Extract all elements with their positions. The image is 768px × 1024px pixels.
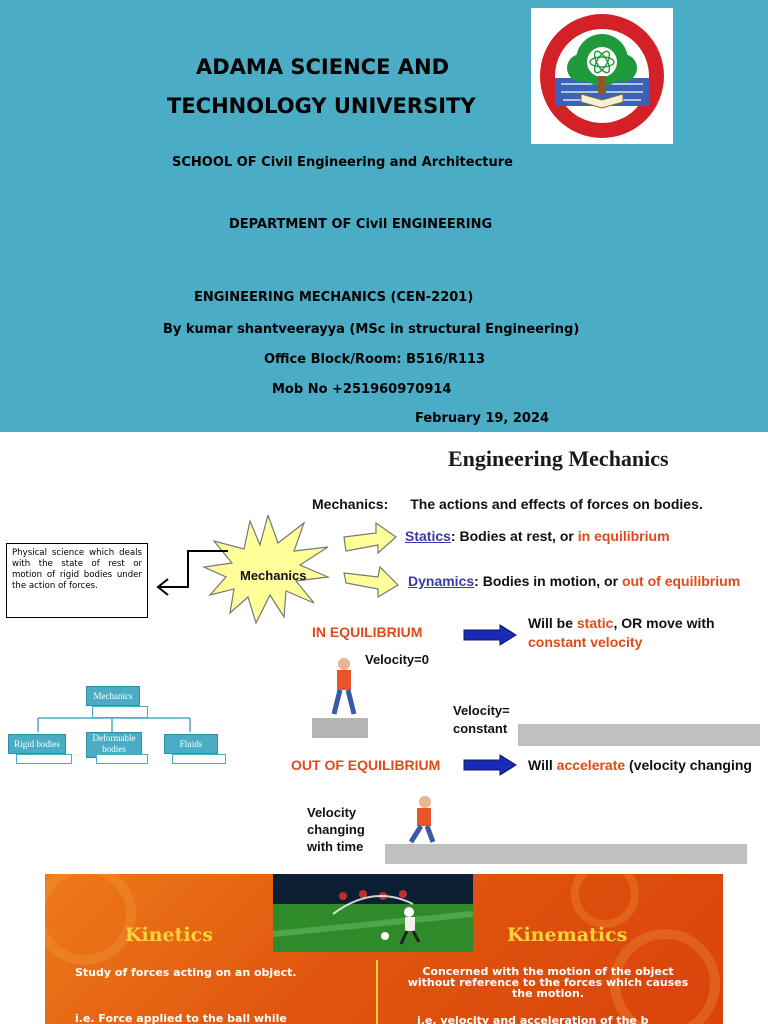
- kinematics-description: Concerned with the motion of the object …: [403, 966, 693, 999]
- pointer-arrowhead: [156, 578, 169, 596]
- soccer-photo: [273, 874, 473, 952]
- university-name-line2: TECHNOLOGY UNIVERSITY: [167, 94, 476, 118]
- mechanics-diagram: Mechanics: [156, 515, 399, 625]
- kinematics-desc-line1: Concerned with the motion of the object: [422, 965, 674, 978]
- tree-root-mechanics: Mechanics: [86, 686, 140, 706]
- statics-line: Statics: Bodies at rest, or in equilibri…: [405, 528, 670, 544]
- tree-root-shadow: [92, 706, 148, 718]
- course-title: ENGINEERING MECHANICS (CEN-2201): [194, 290, 474, 305]
- kinematics-example: i.e. velocity and acceleration of the b: [417, 1014, 649, 1024]
- accel-text-b: (velocity changing: [625, 757, 752, 773]
- statics-arrow: [343, 521, 397, 555]
- blue-arrow-2: [463, 754, 517, 776]
- constant-velocity-highlight: constant velocity: [528, 634, 643, 650]
- static-description: Will be static, OR move with constant ve…: [528, 614, 715, 652]
- section-title: Engineering Mechanics: [448, 446, 669, 471]
- kinematics-title: Kinematics: [507, 924, 628, 946]
- dynamics-arrow: [343, 565, 399, 599]
- tree-node-shadow-3: [172, 754, 226, 764]
- blue-arrow-1: [463, 624, 517, 646]
- static-highlight: static: [576, 615, 614, 631]
- pointer-line: [160, 550, 228, 588]
- dynamics-term: Dynamics: [408, 573, 475, 589]
- velocity-time-line2: changing: [307, 822, 365, 837]
- accel-text-a: Will: [528, 757, 557, 773]
- definition-text: The actions and effects of forces on bod…: [410, 496, 703, 512]
- statics-text: : Bodies at rest, or: [450, 528, 578, 544]
- kinetics-title: Kinetics: [125, 924, 213, 946]
- accelerate-highlight: accelerate: [556, 757, 626, 773]
- university-name-line1: ADAMA SCIENCE AND: [196, 55, 449, 79]
- velocity-changing-label: Velocity changing with time: [307, 804, 365, 855]
- mechanics-starburst: [201, 515, 331, 625]
- accelerate-description: Will accelerate (velocity changing: [528, 757, 752, 773]
- in-equilibrium-label: IN EQUILIBRIUM: [312, 624, 423, 640]
- author-line: By kumar shantveerayya (MSc in structura…: [163, 322, 580, 337]
- date-line: February 19, 2024: [415, 411, 550, 426]
- dynamics-text: : Bodies in motion, or: [474, 573, 622, 589]
- title-slide: ADAMA SCIENCE AND TECHNOLOGY UNIVERSITY …: [0, 0, 768, 432]
- tree-node-shadow-2: [96, 754, 148, 764]
- office-line: Office Block/Room: B516/R113: [264, 352, 486, 367]
- dynamics-line: Dynamics: Bodies in motion, or out of eq…: [408, 573, 740, 589]
- velocity-time-line1: Velocity: [307, 805, 357, 820]
- person-standing-figure: [312, 658, 368, 738]
- definition-label: Mechanics:: [312, 496, 389, 512]
- definition-box: Physical science which deals with the st…: [6, 543, 148, 618]
- constant-velocity-ground: [518, 724, 760, 746]
- kinetics-kinematics-slide: Kinetics Kinematics Study of forces acti…: [45, 874, 723, 1024]
- tree-node-rigid-bodies: Rigid bodies: [8, 734, 66, 754]
- tree-node-fluids: Fluids: [164, 734, 218, 754]
- running-person-figure: [385, 796, 747, 864]
- velocity-time-line3: with time: [307, 839, 364, 854]
- mechanics-tree: Mechanics Rigid bodies Deformable bodies…: [0, 684, 240, 768]
- starburst-label: Mechanics: [240, 568, 306, 583]
- statics-highlight: in equilibrium: [577, 528, 670, 544]
- column-divider: [376, 960, 378, 1024]
- department-name: DEPARTMENT OF Civil ENGINEERING: [229, 217, 493, 232]
- gear-background: [45, 874, 720, 1024]
- mechanics-definition: Mechanics: The actions and effects of for…: [312, 496, 703, 512]
- kinematics-desc-line2: without reference to the forces which ca…: [407, 976, 689, 989]
- static-text-b: , OR move with: [613, 615, 715, 631]
- statics-term: Statics: [405, 528, 451, 544]
- tree-node-shadow-1: [16, 754, 72, 764]
- kinetics-example: i.e. Force applied to the ball while: [75, 1012, 287, 1024]
- kinematics-desc-line3: the motion.: [512, 987, 584, 1000]
- velocity-constant-label: Velocity= constant: [453, 702, 510, 738]
- mobile-line: Mob No +251960970914: [272, 382, 452, 397]
- school-name: SCHOOL OF Civil Engineering and Architec…: [172, 155, 513, 170]
- kinetics-description: Study of forces acting on an object.: [75, 966, 297, 979]
- out-of-equilibrium-label: OUT OF EQUILIBRIUM: [291, 757, 441, 773]
- velocity-constant-line1: Velocity=: [453, 703, 510, 718]
- static-text-a: Will be: [528, 615, 577, 631]
- university-logo: [531, 8, 673, 144]
- velocity-zero-label: Velocity=0: [365, 652, 429, 667]
- velocity-constant-line2: constant: [453, 721, 508, 736]
- dynamics-highlight: out of equilibrium: [621, 573, 741, 589]
